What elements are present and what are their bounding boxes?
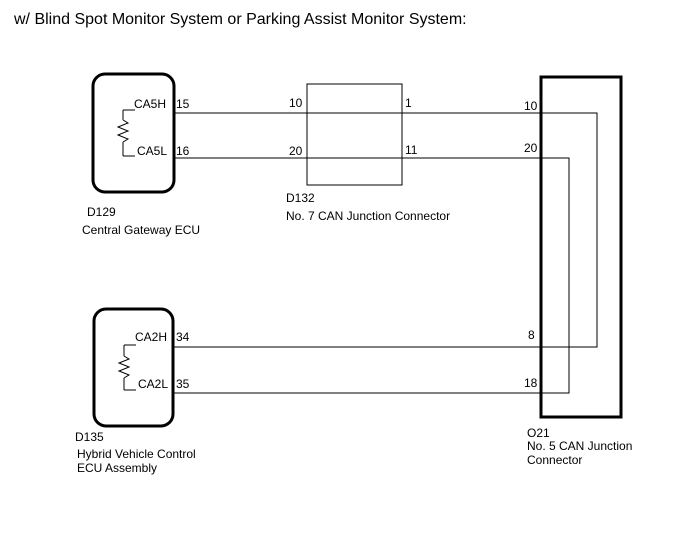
d132-pin-10: 10 bbox=[289, 96, 303, 110]
d132-code: D132 bbox=[286, 191, 315, 205]
o21-pin-10: 10 bbox=[524, 99, 538, 113]
o21-code: O21 bbox=[527, 426, 550, 440]
d132-name: No. 7 CAN Junction Connector bbox=[286, 209, 450, 223]
d135-pin-ca2l-label: CA2L bbox=[138, 377, 168, 391]
o21-pin-18: 18 bbox=[524, 376, 538, 390]
d129-code: D129 bbox=[87, 205, 116, 219]
wire-can-high bbox=[174, 112, 598, 348]
d135-pin-ca2h-label: CA2H bbox=[135, 330, 167, 344]
o21-name-line1: No. 5 CAN Junction bbox=[527, 439, 632, 453]
d129-pin-16: 16 bbox=[176, 144, 190, 158]
diagram-title: w/ Blind Spot Monitor System or Parking … bbox=[13, 11, 467, 28]
d135-name-line1: Hybrid Vehicle Control bbox=[77, 447, 196, 461]
d132-connector-body bbox=[306, 83, 403, 186]
d132-pin-20: 20 bbox=[289, 144, 303, 158]
o21-pin-20: 20 bbox=[524, 141, 538, 155]
can-bus-wires bbox=[174, 112, 598, 394]
o21-connector-body bbox=[539, 75, 623, 419]
d135-pin-34: 34 bbox=[176, 330, 190, 344]
d129-pin-ca5h-label: CA5H bbox=[134, 97, 166, 111]
wire-can-low bbox=[174, 157, 570, 394]
hybrid-vehicle-control-ecu-body bbox=[92, 307, 175, 428]
termination-resistor-d135 bbox=[117, 344, 136, 391]
central-gateway-ecu-body bbox=[91, 72, 176, 194]
termination-resistor-d129 bbox=[116, 109, 135, 157]
d135-code: D135 bbox=[75, 430, 104, 444]
o21-pin-8: 8 bbox=[528, 328, 535, 342]
d129-name: Central Gateway ECU bbox=[82, 223, 200, 237]
d129-pin-ca5l-label: CA5L bbox=[137, 144, 167, 158]
d132-pin-11: 11 bbox=[405, 143, 418, 157]
d132-pin-1: 1 bbox=[405, 96, 412, 110]
d129-pin-15: 15 bbox=[176, 97, 190, 111]
d135-pin-35: 35 bbox=[176, 377, 190, 391]
o21-name-line2: Connector bbox=[527, 453, 582, 467]
d135-name-line2: ECU Assembly bbox=[77, 461, 157, 475]
